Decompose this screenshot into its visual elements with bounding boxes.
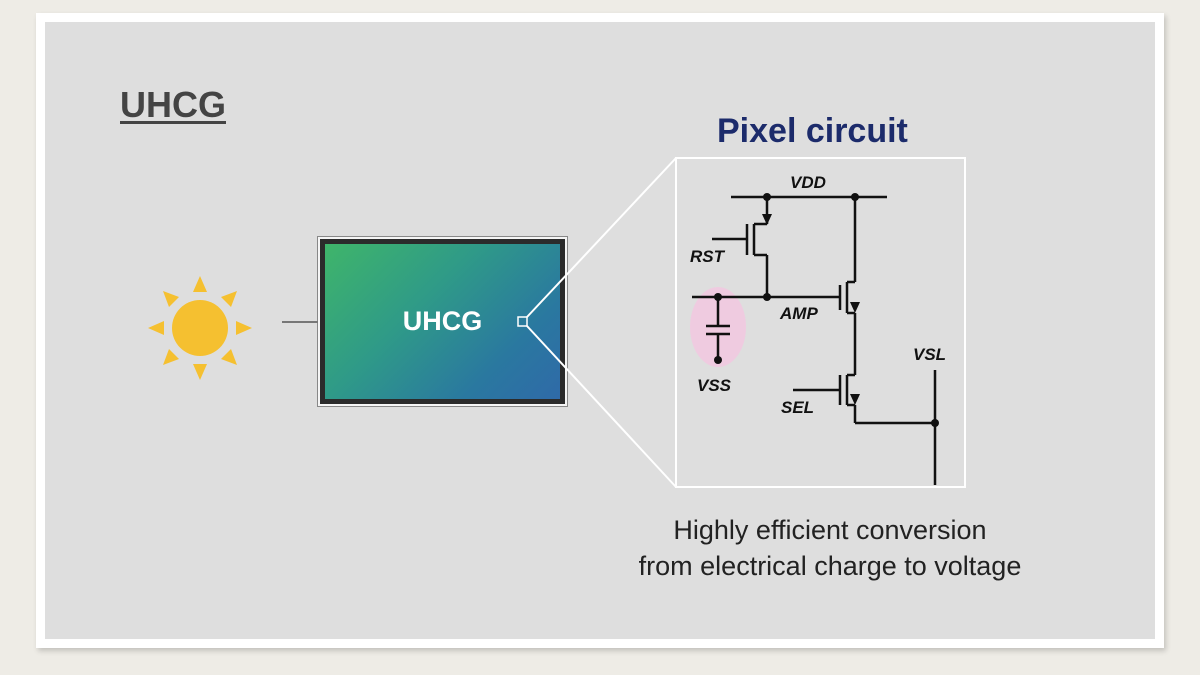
- sensor-label: UHCG: [402, 306, 483, 336]
- pixel-marker: [517, 316, 528, 327]
- sun-icon: [148, 276, 252, 380]
- label-amp: AMP: [779, 304, 818, 323]
- label-sel: SEL: [781, 398, 814, 417]
- image-sensor: UHCG: [317, 236, 568, 407]
- label-rst: RST: [690, 247, 726, 266]
- circuit-arrows: [762, 214, 860, 405]
- caption: Highly efficient conversion from electri…: [590, 512, 1070, 584]
- label-vdd: VDD: [790, 173, 826, 192]
- junction-dots: [714, 193, 939, 427]
- sensor-face: UHCG: [325, 244, 560, 399]
- caption-line-1: Highly efficient conversion: [673, 515, 987, 545]
- label-vss: VSS: [697, 376, 732, 395]
- slide-panel: [45, 22, 1155, 639]
- zoom-lines: [526, 157, 677, 488]
- label-vsl: VSL: [913, 345, 946, 364]
- caption-line-2: from electrical charge to voltage: [638, 551, 1022, 581]
- slide-title: UHCG: [120, 84, 226, 125]
- circuit-title: Pixel circuit: [717, 112, 908, 150]
